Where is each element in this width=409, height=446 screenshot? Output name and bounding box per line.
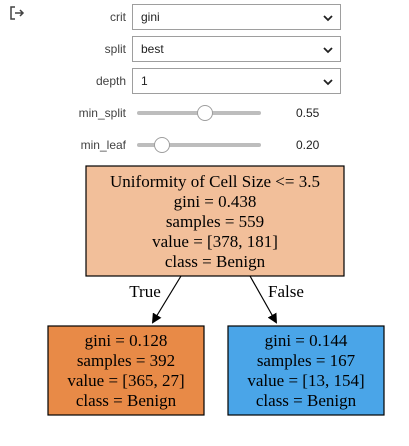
min-leaf-slider[interactable] (137, 136, 261, 154)
crit-select[interactable]: gini (132, 4, 341, 30)
left-node-line: gini = 0.128 (85, 331, 168, 350)
right-node-line: gini = 0.144 (265, 331, 348, 350)
chevron-down-icon (323, 15, 333, 22)
depth-label: depth (95, 74, 126, 88)
crit-select-value: gini (141, 10, 160, 24)
min-split-value: 0.55 (296, 106, 320, 120)
min-leaf-label: min_leaf (80, 138, 126, 152)
right-node-line: samples = 167 (257, 351, 356, 370)
decision-tree-graph: True False Uniformity of Cell Size <= 3.… (47, 165, 385, 416)
min-split-label: min_split (78, 106, 126, 120)
min-split-slider[interactable] (137, 104, 261, 122)
split-select[interactable]: best (132, 36, 341, 62)
depth-select-value: 1 (141, 74, 148, 88)
split-select-value: best (141, 42, 164, 56)
root-node-line: samples = 559 (166, 212, 264, 231)
left-node-line: class = Benign (76, 391, 177, 410)
left-node-line: value = [365, 27] (67, 371, 184, 390)
root-node-line: class = Benign (165, 252, 266, 271)
edge-false (249, 275, 277, 324)
tree-node-right: gini = 0.144 samples = 167 value = [13, … (227, 325, 385, 416)
right-node-line: value = [13, 154] (247, 371, 364, 390)
edge-true (151, 275, 182, 324)
left-node-box (47, 325, 205, 416)
depth-select[interactable]: 1 (132, 68, 341, 94)
output-arrow-icon[interactable] (8, 4, 26, 22)
chevron-down-icon (323, 79, 333, 86)
min-leaf-value: 0.20 (296, 138, 320, 152)
slider-thumb[interactable] (197, 105, 214, 121)
edge-true-label: True (129, 282, 161, 301)
slider-thumb[interactable] (153, 137, 170, 153)
root-node-line: gini = 0.438 (174, 192, 257, 211)
tree-node-root: Uniformity of Cell Size <= 3.5 gini = 0.… (85, 165, 345, 277)
edge-false-label: False (268, 282, 304, 301)
split-label: split (104, 42, 126, 56)
tree-node-left: gini = 0.128 samples = 392 value = [365,… (47, 325, 205, 416)
right-node-line: class = Benign (256, 391, 357, 410)
root-node-line: value = [378, 181] (152, 232, 278, 251)
left-node-line: samples = 392 (77, 351, 175, 370)
right-node-box (227, 325, 385, 416)
crit-label: crit (110, 10, 126, 24)
chevron-down-icon (323, 47, 333, 54)
root-node-box (85, 165, 345, 277)
root-node-line: Uniformity of Cell Size <= 3.5 (110, 172, 320, 191)
slider-track[interactable] (137, 143, 261, 147)
